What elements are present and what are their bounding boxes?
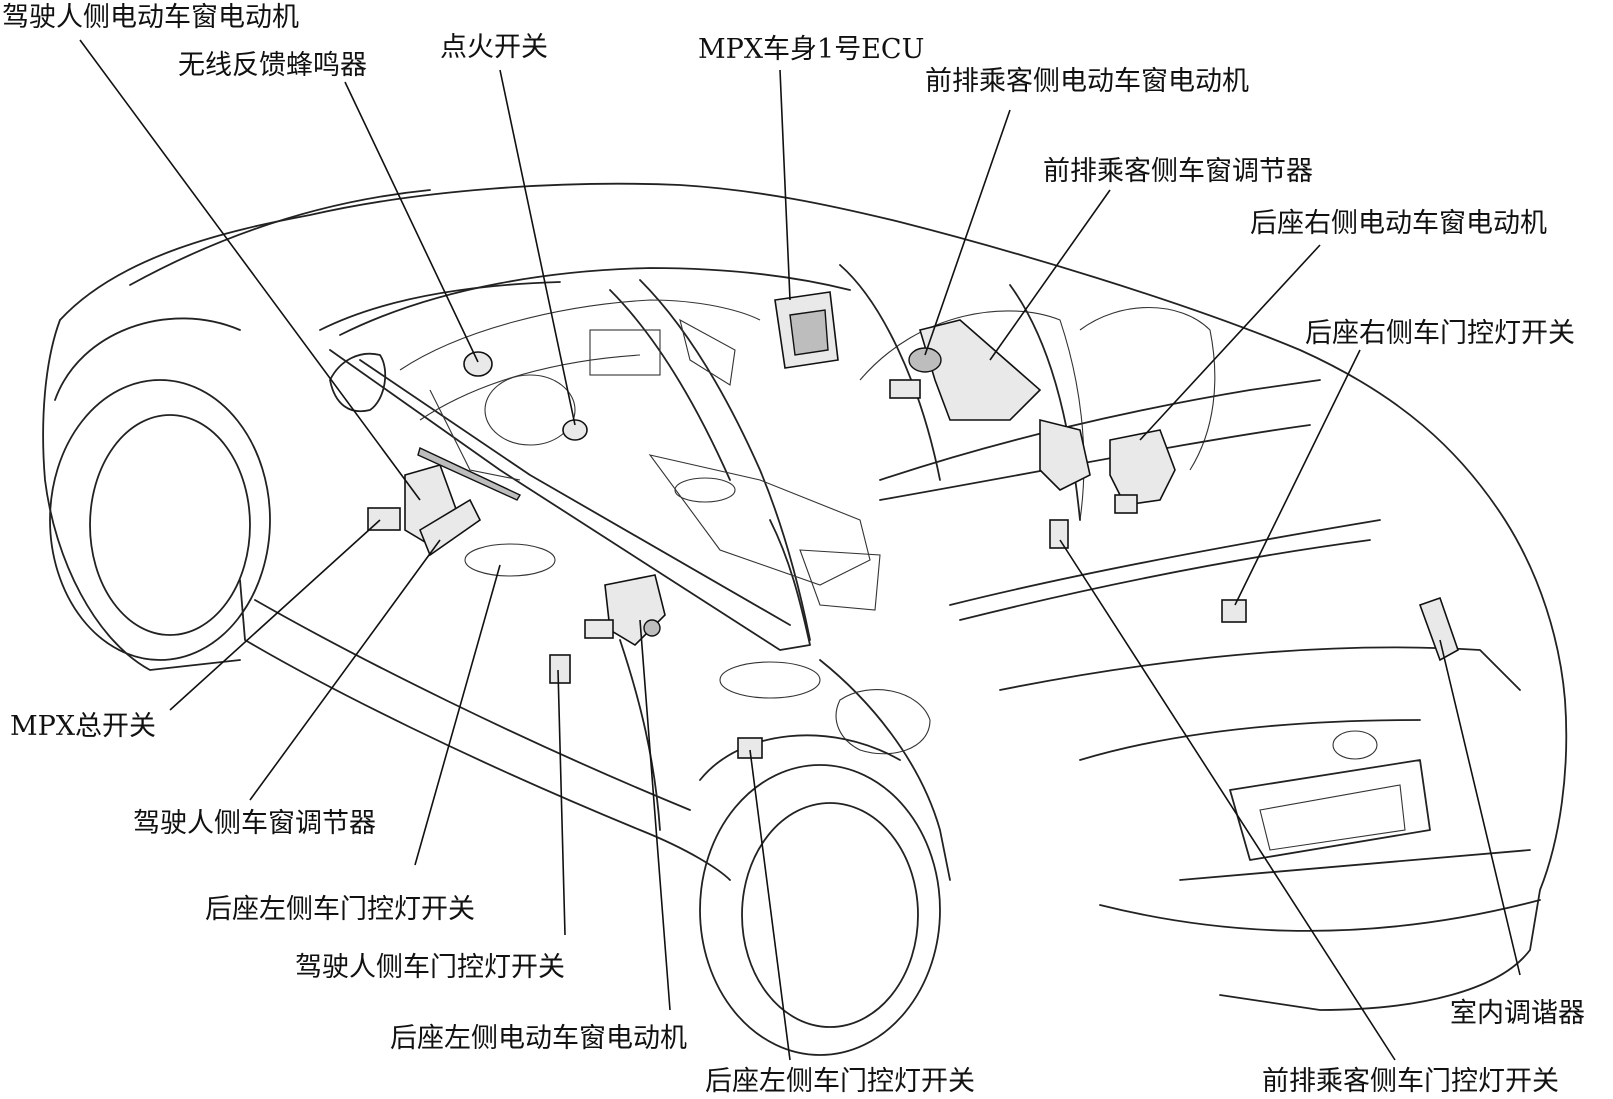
label-front-passenger-door-courtesy-switch: 前排乘客侧车门控灯开关 [1262, 1066, 1559, 1097]
label-rear-left-door-courtesy-switch-upper: 后座左侧车门控灯开关 [205, 894, 475, 925]
leader-ignition-switch [499, 69, 576, 426]
front-passenger-motor-part [908, 347, 942, 373]
label-mpx-master-switch: MPX总开关 [10, 711, 156, 742]
label-rear-left-window-motor: 后座左侧电动车窗电动机 [390, 1023, 687, 1054]
leader-lines [79, 39, 1521, 1061]
labels: 驾驶人侧电动车窗电动机 无线反馈蜂鸣器 点火开关 MPX车身1号ECU 前排乘客… [2, 2, 1585, 1097]
leader-driver-window-motor [79, 39, 421, 501]
label-ignition-switch: 点火开关 [440, 32, 548, 63]
label-wireless-buzzer: 无线反馈蜂鸣器 [178, 50, 367, 81]
leader-rear-left-courtesy-upper [414, 564, 501, 866]
label-interior-tuner: 室内调谐器 [1450, 998, 1585, 1029]
interior-tuner-part [1418, 596, 1459, 662]
label-front-passenger-window-motor: 前排乘客侧电动车窗电动机 [925, 66, 1249, 97]
rear-wheel [699, 734, 941, 1056]
label-driver-window-motor: 驾驶人侧电动车窗电动机 [2, 2, 299, 33]
ignition-switch-part [562, 419, 588, 441]
front-wheel [49, 317, 271, 661]
leader-wireless-buzzer [344, 81, 479, 363]
leader-front-passenger-window-regulator [989, 189, 1111, 361]
component-parts [367, 291, 1459, 759]
leader-mpx-ecu [779, 69, 791, 301]
rear-left-courtesy-switch-part [737, 737, 763, 759]
front-passenger-courtesy-switch-part [1049, 519, 1069, 549]
driver-courtesy-switch-part [549, 654, 571, 684]
leader-front-passenger-courtesy-switch [1059, 539, 1396, 1061]
leader-rear-right-window-motor [1139, 244, 1321, 441]
label-driver-door-courtesy-switch: 驾驶人侧车门控灯开关 [295, 952, 565, 983]
front-passenger-regulator-part [918, 319, 1042, 421]
leader-front-passenger-window-motor [924, 109, 1011, 356]
rear-right-courtesy-switch-part [1221, 599, 1247, 623]
leader-rear-right-courtesy-switch [1234, 349, 1361, 606]
label-driver-window-regulator: 驾驶人侧车窗调节器 [133, 808, 376, 839]
leader-mpx-master-switch [169, 519, 381, 711]
leader-interior-tuner [1439, 639, 1521, 976]
label-front-passenger-window-regulator: 前排乘客侧车窗调节器 [1043, 156, 1313, 187]
driver-regulator-part [419, 498, 482, 557]
label-mpx-body-ecu: MPX车身1号ECU [698, 34, 924, 65]
label-rear-left-door-courtesy-switch-lower: 后座左侧车门控灯开关 [705, 1066, 975, 1097]
leader-rear-left-window-motor [639, 619, 671, 1011]
label-rear-right-window-motor: 后座右侧电动车窗电动机 [1250, 208, 1547, 239]
label-rear-right-door-courtesy-switch: 后座右侧车门控灯开关 [1305, 318, 1575, 349]
buzzer-part [463, 351, 493, 377]
rear-right-motor-part [1109, 429, 1176, 506]
leader-rear-left-courtesy-lower [749, 749, 791, 1061]
leader-driver-courtesy-switch [557, 669, 566, 936]
leader-driver-window-regulator [249, 539, 441, 801]
